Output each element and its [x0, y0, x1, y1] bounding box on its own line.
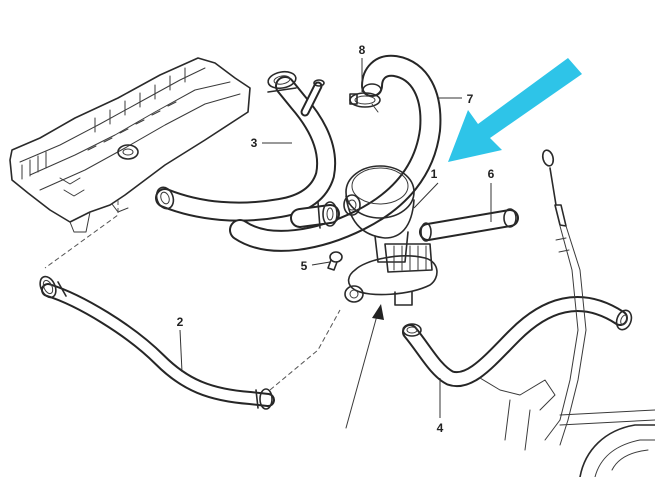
hose-4	[402, 296, 633, 388]
callout-3: 3	[251, 136, 258, 150]
vent-valve-1	[343, 165, 438, 306]
callout-8: 8	[359, 43, 366, 57]
plug-wells	[87, 67, 186, 151]
clamp-8	[349, 92, 381, 113]
indicator-arrow	[345, 304, 384, 429]
dipstick	[479, 149, 587, 451]
callout-labels: 1 2 3 4 5 6 7 8	[177, 43, 495, 435]
hose-7	[229, 54, 442, 252]
callout-6: 6	[488, 167, 495, 181]
tube-6	[419, 208, 519, 242]
engine-block-corner	[559, 409, 655, 477]
hose-2	[39, 275, 275, 410]
bolt-5	[327, 251, 343, 271]
highlight-arrow	[448, 58, 582, 162]
callout-4: 4	[437, 421, 444, 435]
callout-5: 5	[301, 259, 308, 273]
callout-2: 2	[177, 315, 184, 329]
callout-1: 1	[431, 167, 438, 181]
leader-lines	[179, 58, 492, 418]
oil-filler-cap	[117, 144, 139, 160]
valve-cover	[9, 57, 251, 233]
callout-7: 7	[467, 92, 474, 106]
hose-3	[155, 70, 337, 222]
